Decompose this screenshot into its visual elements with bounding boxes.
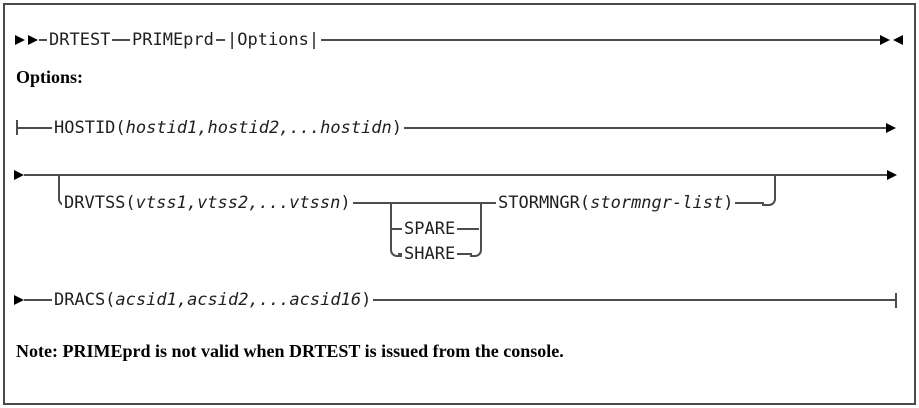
stormngr-keyword: STORMNGR( — [498, 193, 591, 213]
choice-left-connector — [390, 203, 402, 257]
options-heading: Options: — [16, 67, 84, 87]
choice-right-connector — [470, 203, 482, 257]
continue-arrow-icon — [886, 123, 896, 133]
fragment-end-tick — [895, 293, 897, 308]
keyword-drvtss: DRVTSS(vtss1,vtss2,...vtssn) — [62, 195, 353, 212]
hostid-close-paren: ) — [391, 118, 403, 138]
options-fragment-reference: |Options| — [225, 30, 322, 50]
start-arrow-icon — [28, 35, 38, 45]
keyword-share: SHARE — [402, 244, 458, 264]
end-arrow-right-icon — [880, 35, 890, 45]
stormngr-close-paren: ) — [723, 193, 734, 213]
rail-dracs — [24, 299, 896, 301]
diagram-border — [3, 3, 916, 405]
rail-drvtss — [68, 202, 764, 204]
start-arrow-icon — [15, 35, 25, 45]
keyword-hostid: HOSTID(hostid1,hostid2,...hostidn) — [52, 118, 405, 138]
keyword-drtest: DRTEST — [47, 30, 113, 50]
hostid-keyword: HOSTID( — [54, 118, 126, 138]
dracs-args: acsid1,acsid2,...acsid16 — [115, 290, 362, 310]
stormngr-args: stormngr-list — [590, 193, 724, 213]
drvtss-close-paren: ) — [340, 193, 351, 213]
rail-hostid — [16, 127, 887, 129]
drvtss-keyword: DRVTSS( — [64, 193, 136, 213]
keyword-spare: SPARE — [402, 219, 458, 239]
keyword-dracs: DRACS(acsid1,acsid2,...acsid16) — [52, 290, 374, 310]
continue-arrow-icon — [14, 295, 24, 305]
drvtss-args: vtss1,vtss2,...vtssn — [135, 193, 341, 213]
rail-main — [39, 39, 882, 41]
continue-arrow-icon — [14, 170, 24, 180]
keyword-primeprd: PRIMEprd — [130, 30, 216, 50]
rail-drvtss-bypass — [24, 174, 888, 176]
hostid-args: hostid1,hostid2,...hostidn — [125, 118, 392, 138]
end-arrow-left-icon — [893, 35, 903, 45]
note-text: Note: PRIMEprd is not valid when DRTEST … — [16, 341, 564, 361]
keyword-stormngr: STORMNGR(stormngr-list) — [496, 193, 736, 213]
dracs-keyword: DRACS( — [54, 290, 116, 310]
dracs-close-paren: ) — [361, 290, 372, 310]
continue-arrow-icon — [887, 170, 897, 180]
drvtss-join-corner — [762, 176, 776, 206]
